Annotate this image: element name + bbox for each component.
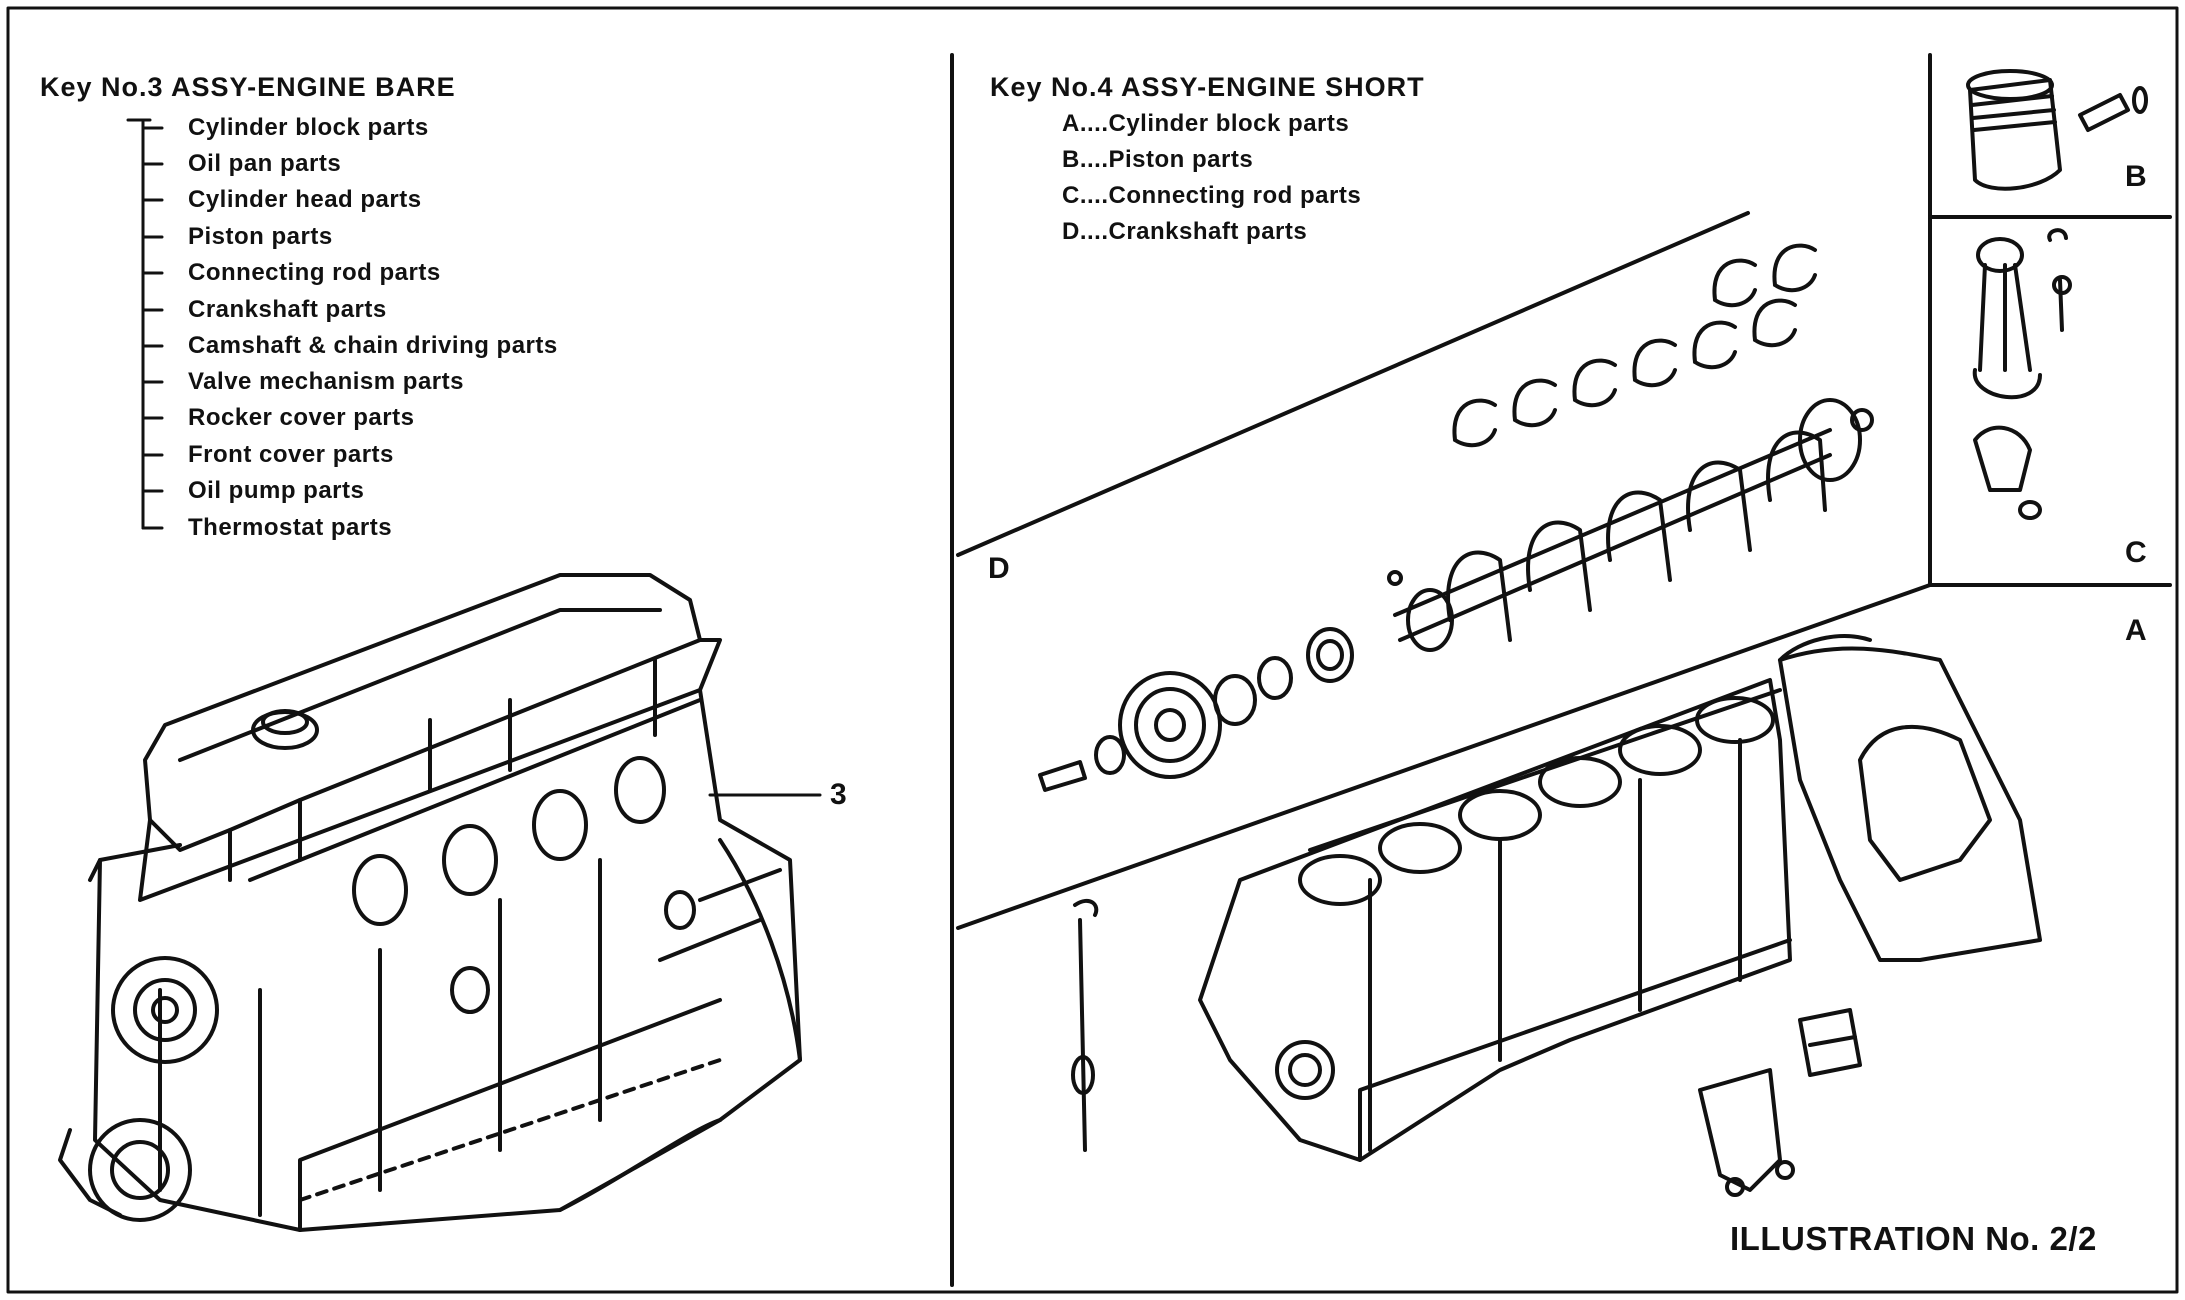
section-label-a: A	[2125, 614, 2147, 647]
list-item: Oil pump parts	[188, 477, 365, 504]
left-panel-heading: Key No.3 ASSY-ENGINE BARE	[40, 72, 456, 102]
list-item: Piston parts	[188, 223, 333, 250]
cylinder-block-drawing	[1071, 634, 2042, 1197]
section-label-b: B	[2125, 160, 2147, 193]
list-item: Cylinder block parts	[188, 114, 429, 141]
list-item: Camshaft & chain driving parts	[188, 332, 558, 359]
connecting-rod-drawing	[1972, 228, 2072, 520]
list-item: D....Crankshaft parts	[1062, 218, 1308, 245]
page-frame	[6, 6, 2179, 1294]
list-item: Connecting rod parts	[188, 259, 441, 286]
right-panel-heading: Key No.4 ASSY-ENGINE SHORT	[990, 72, 1425, 102]
crankshaft-drawing	[1038, 243, 1874, 792]
bare-engine-drawing	[58, 573, 822, 1232]
list-item: Crankshaft parts	[188, 296, 387, 323]
list-item: Cylinder head parts	[188, 186, 422, 213]
list-item: Thermostat parts	[188, 514, 393, 541]
list-item: Oil pan parts	[188, 150, 342, 177]
illustration-caption: ILLUSTRATION No. 2/2	[1730, 1220, 2097, 1257]
piston-drawing	[1966, 69, 2148, 191]
section-dividers	[956, 53, 2172, 930]
list-item: C....Connecting rod parts	[1062, 182, 1362, 209]
callout-number: 3	[830, 778, 847, 811]
list-item: Front cover parts	[188, 441, 394, 468]
section-label-d: D	[988, 552, 1010, 585]
list-item: Rocker cover parts	[188, 404, 415, 431]
section-label-c: C	[2125, 536, 2147, 569]
list-item: Valve mechanism parts	[188, 368, 464, 395]
list-item: A....Cylinder block parts	[1062, 110, 1350, 137]
list-item: B....Piston parts	[1062, 146, 1254, 173]
list-bracket	[126, 118, 164, 530]
